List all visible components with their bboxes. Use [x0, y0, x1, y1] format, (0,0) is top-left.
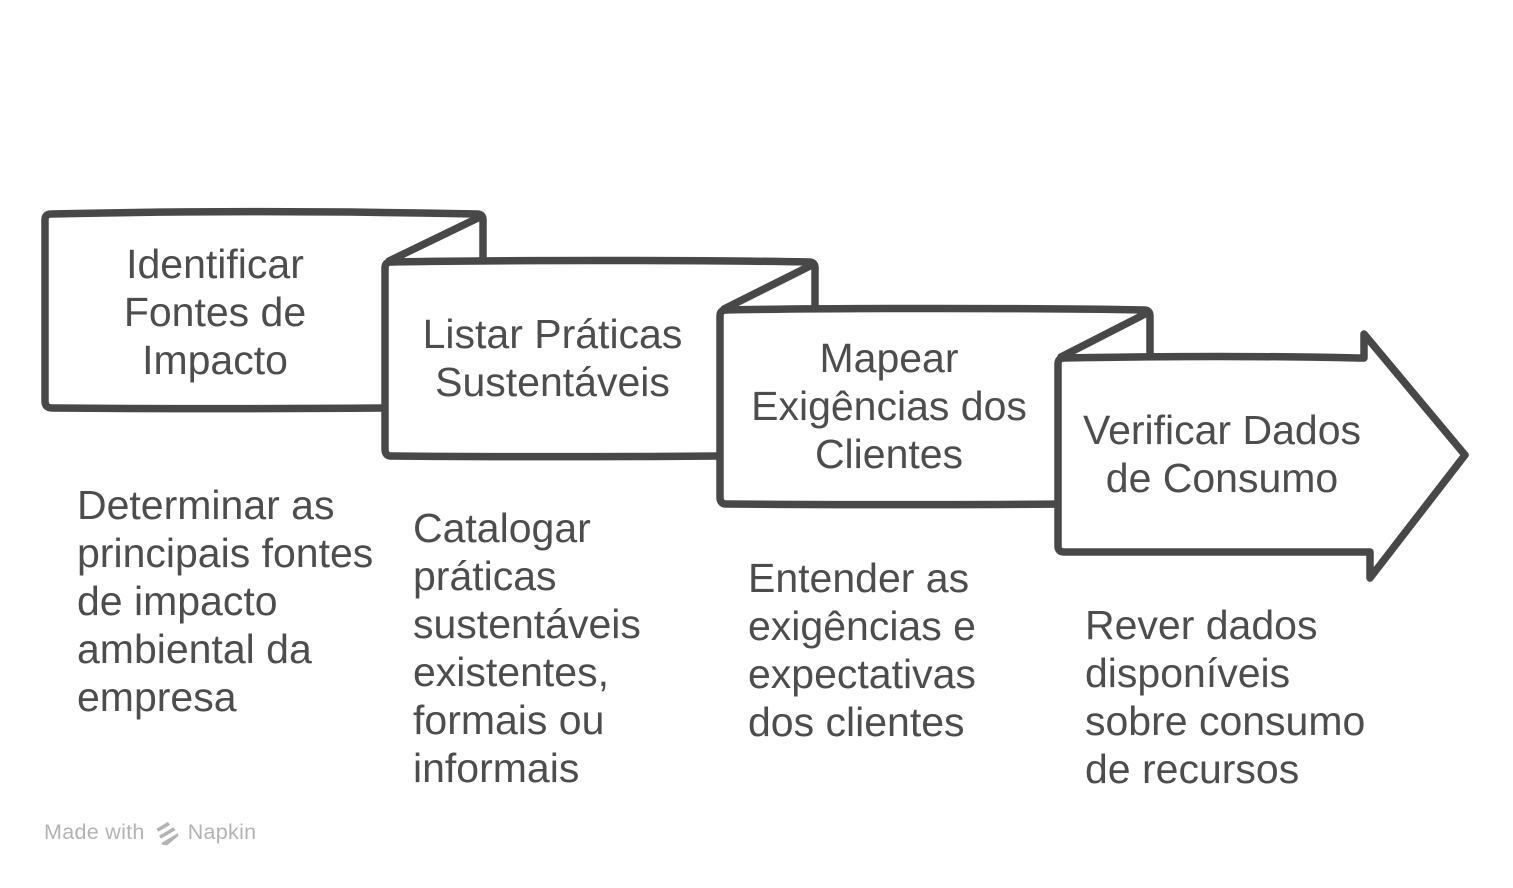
- fold-2-3: [720, 261, 816, 313]
- watermark-brand-text: Napkin: [187, 820, 257, 844]
- step-3-title: Mapear Exigências dos Clientes: [751, 335, 1027, 477]
- fold-1-2: [385, 213, 484, 265]
- step-1-description: Determinar as principais fontes de impac…: [77, 482, 374, 720]
- step-4-arrow-shape: [1054, 330, 1469, 582]
- watermark-prefix-text: Made with: [44, 820, 145, 844]
- napkin-logo-icon: [156, 821, 179, 845]
- step-1-title: Identificar Fontes de Impacto: [123, 241, 307, 383]
- step-4-title: Verificar Dados de Consumo: [1082, 407, 1361, 501]
- step-3-description: Entender as exigências e expectativas do…: [748, 555, 976, 745]
- napkin-watermark[interactable]: Made with Napkin: [44, 817, 256, 847]
- fold-3-4: [1057, 309, 1151, 361]
- step-4-description: Rever dados disponíveis sobre consumo de…: [1085, 602, 1366, 792]
- step-2-title: Listar Práticas Sustentáveis: [422, 311, 683, 405]
- step-2-description: Catalogar práticas sustentáveis existent…: [413, 505, 641, 791]
